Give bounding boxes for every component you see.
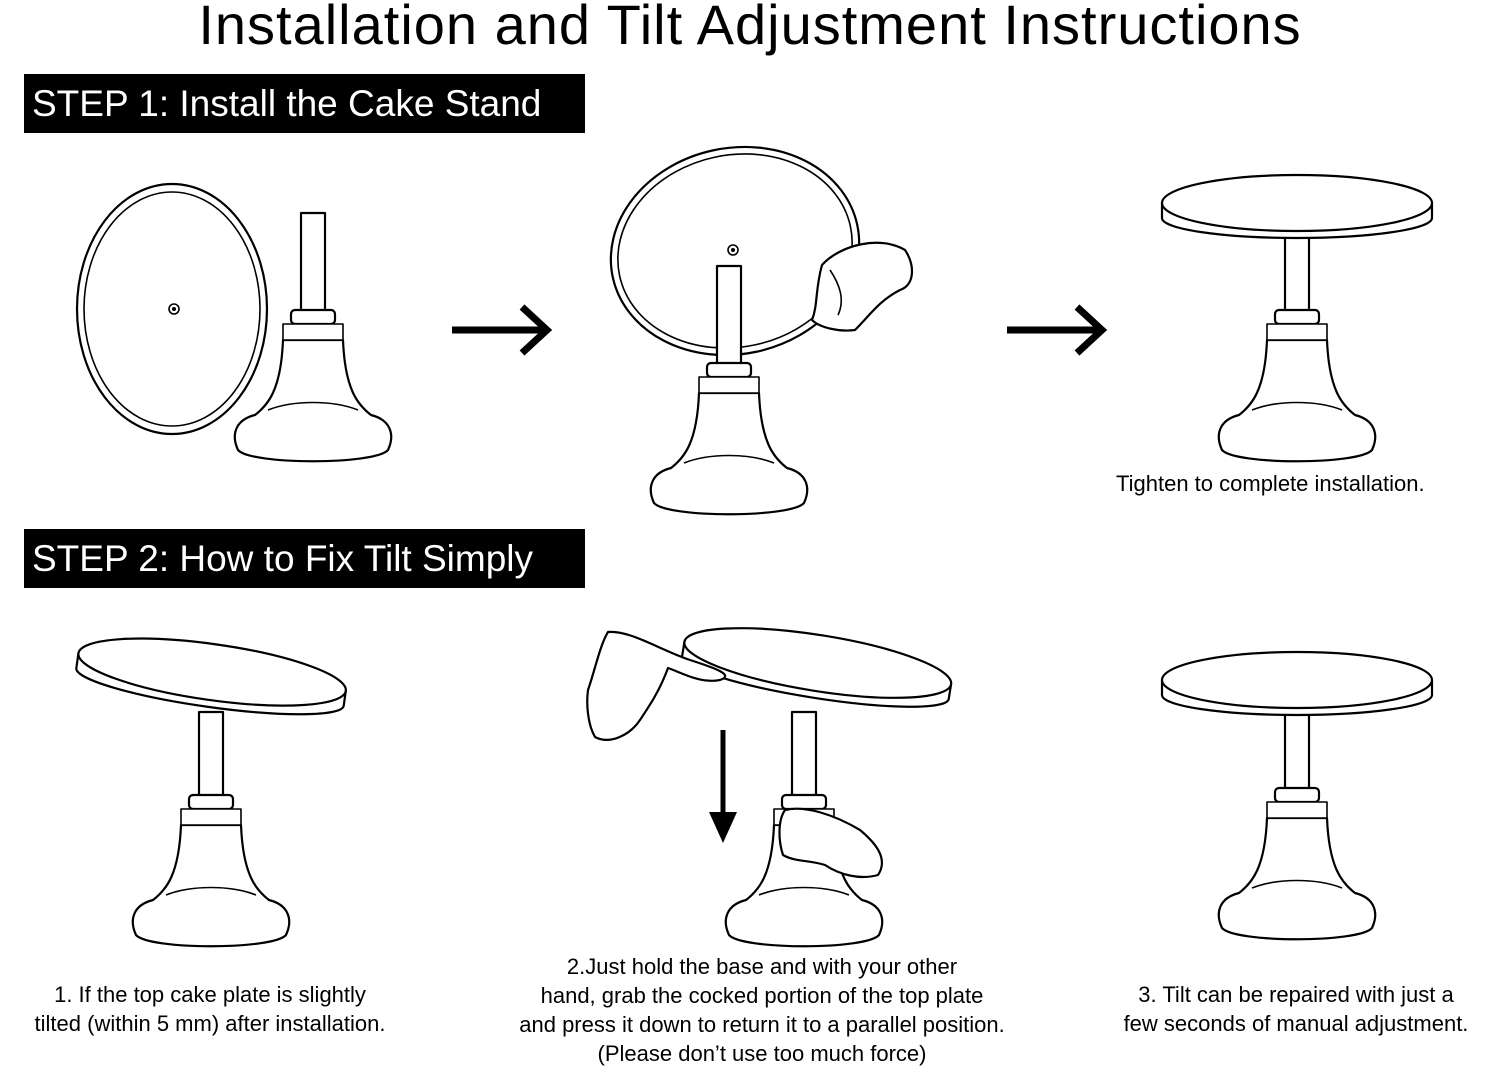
step2-tilted-stand <box>75 637 347 948</box>
step1-plate-and-base <box>75 182 393 463</box>
arrow-right-icon <box>452 304 553 356</box>
arrow-right-icon <box>1007 304 1108 356</box>
step2-caption-2: 2.Just hold the base and with your other… <box>519 954 1005 1066</box>
step2-banner: STEP 2: How to Fix Tilt Simply <box>24 529 585 588</box>
step1-caption: Tighten to complete installation. <box>1116 471 1425 496</box>
step2-caption-3: 3. Tilt can be repaired with just a few … <box>1123 982 1469 1036</box>
page-title: Installation and Tilt Adjustment Instruc… <box>198 0 1302 56</box>
step2-pressing-plate <box>586 627 953 948</box>
step2-caption-1: 1. If the top cake plate is slightly til… <box>34 982 386 1036</box>
step1-banner: STEP 1: Install the Cake Stand <box>24 74 585 133</box>
step1-placing-plate <box>609 145 913 516</box>
step1-completed-stand <box>1160 173 1434 463</box>
step2-fixed-stand <box>1160 650 1434 941</box>
